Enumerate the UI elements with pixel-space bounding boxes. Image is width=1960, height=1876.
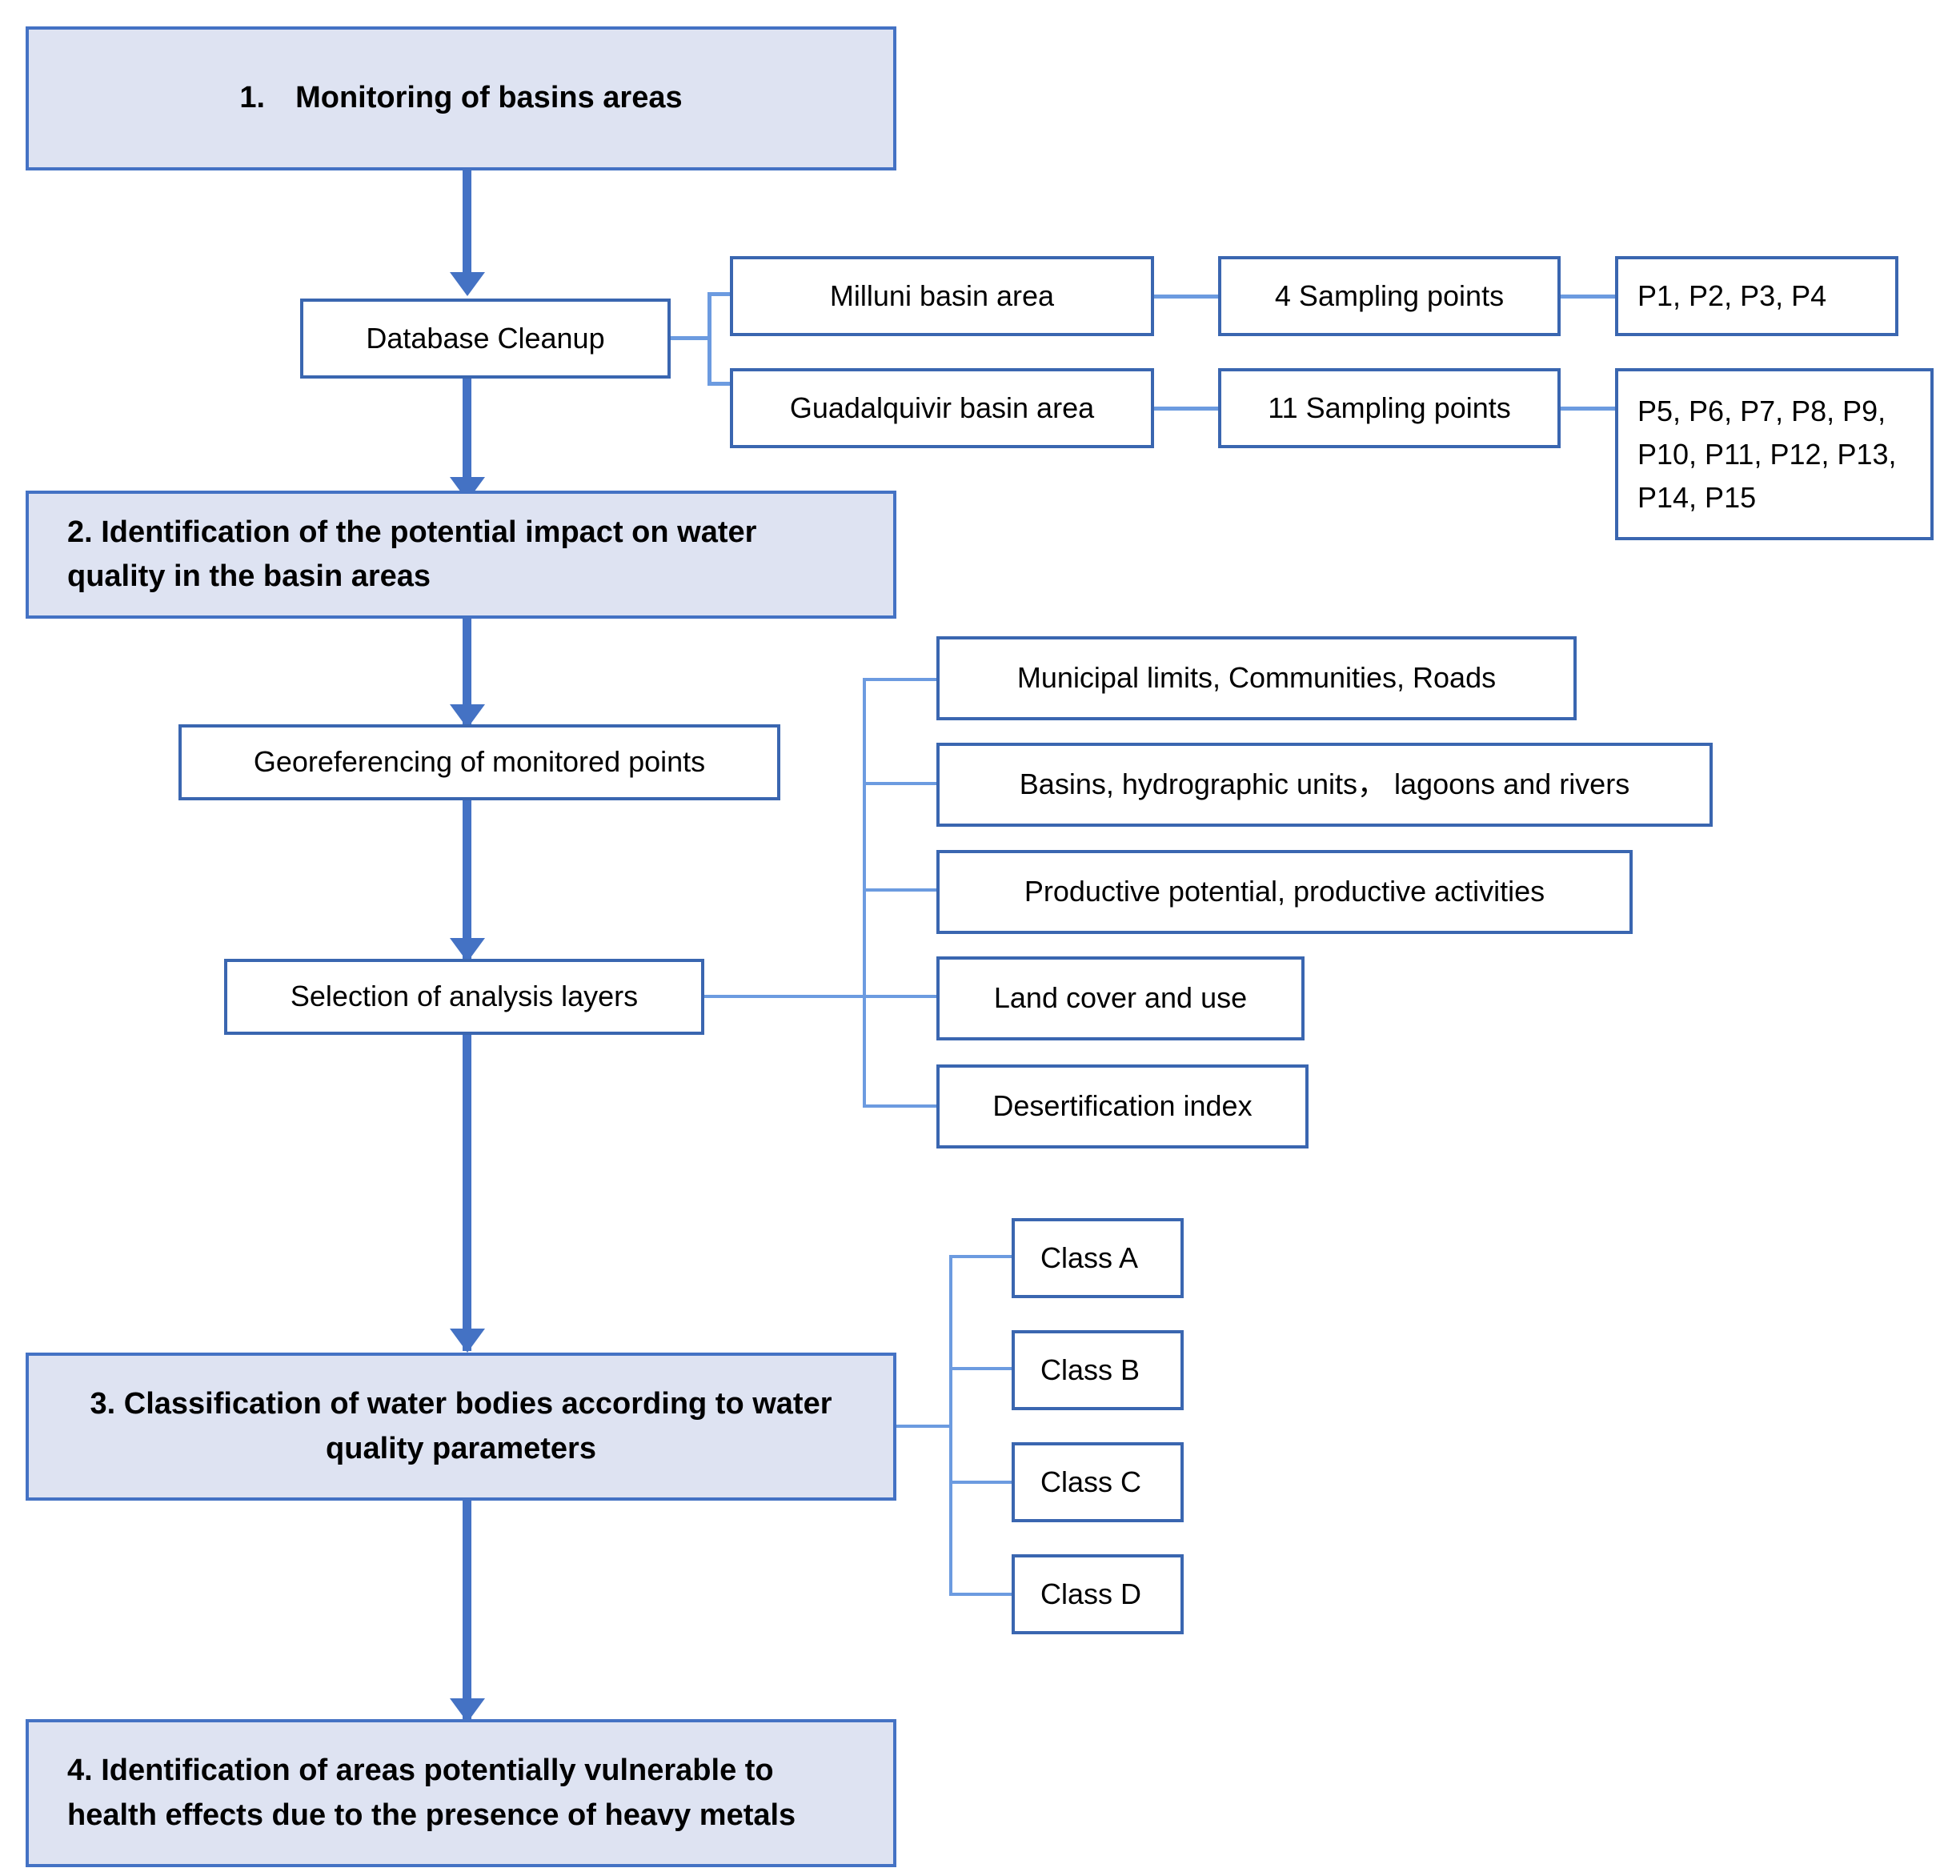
water-class-label-a: Class A [1040,1241,1139,1274]
analysis-layer-label-4: Land cover and use [993,981,1248,1015]
connector-class-d-branch [949,1593,1012,1596]
analysis-layer-label-5: Desertification index [992,1089,1253,1123]
sampling-1-box[interactable]: 4 Sampling points [1218,256,1561,336]
sampling-2-label: 11 Sampling points [1268,391,1511,424]
database-cleanup-label: Database Cleanup [366,321,605,355]
analysis-layer-box-3[interactable]: Productive potential, productive activit… [936,850,1633,934]
connector-basin-2-to-sampling-2 [1154,407,1218,411]
stage-1-label: 1. Monitoring of basins areas [239,81,683,115]
analysis-layer-label-2: Basins, hydrographic units， lagoons and … [1019,768,1630,801]
connector-basin-2-branch [707,382,730,386]
stage-3-label: 3. Classification of water bodies accord… [90,1387,832,1465]
connector-stage1-to-dbcleanup [463,170,471,279]
database-cleanup-box[interactable]: Database Cleanup [300,299,671,379]
points-2-label: P5, P6, P7, P8, P9, P10, P11, P12, P13, … [1637,394,1897,514]
georeferencing-label: Georeferencing of monitored points [253,745,706,779]
selection-layers-box[interactable]: Selection of analysis layers [224,959,704,1035]
sampling-2-box[interactable]: 11 Sampling points [1218,368,1561,448]
points-1-box[interactable]: P1, P2, P3, P4 [1615,256,1898,336]
stage-4-label: 4. Identification of areas potentially v… [67,1754,796,1832]
water-class-label-d: Class D [1040,1577,1142,1610]
arrowhead-stage1-to-dbcleanup [450,272,485,296]
analysis-layer-box-1[interactable]: Municipal limits, Communities, Roads [936,636,1577,720]
stage-4-box[interactable]: 4. Identification of areas potentially v… [26,1719,896,1867]
analysis-layer-box-2[interactable]: Basins, hydrographic units， lagoons and … [936,743,1713,827]
connector-stage3-stub [896,1425,951,1428]
connector-layer-2-branch [863,782,936,785]
analysis-layer-label-1: Municipal limits, Communities, Roads [1016,661,1497,695]
connector-georef-to-selection [463,800,471,960]
basin-2-box[interactable]: Guadalquivir basin area [730,368,1154,448]
connector-sampling-2-to-points-2 [1561,407,1615,411]
basin-1-box[interactable]: Milluni basin area [730,256,1154,336]
stage-3-box[interactable]: 3. Classification of water bodies accord… [26,1353,896,1501]
water-class-label-c: Class C [1040,1465,1142,1498]
connector-sampling-1-to-points-1 [1561,295,1615,299]
selection-layers-label: Selection of analysis layers [290,980,639,1013]
connector-selection-to-stage3 [463,1035,471,1351]
arrowhead-stage3-to-stage4 [450,1698,485,1722]
stage-2-box[interactable]: 2. Identification of the potential impac… [26,491,896,619]
connector-basin-1-to-sampling-1 [1154,295,1218,299]
arrowhead-selection-to-stage3 [450,1329,485,1353]
connector-dbcleanup-stub [671,336,711,340]
connector-layer-4-branch [863,995,936,998]
water-class-box-b[interactable]: Class B [1012,1330,1184,1410]
water-class-label-b: Class B [1040,1353,1140,1386]
analysis-layer-box-4[interactable]: Land cover and use [936,956,1305,1040]
connector-stage2-to-georef [463,619,471,727]
connector-class-b-branch [949,1367,1012,1370]
sampling-1-label: 4 Sampling points [1274,279,1505,312]
connector-layer-3-branch [863,888,936,892]
basin-1-label: Milluni basin area [829,279,1055,312]
connector-stage3-to-stage4 [463,1501,471,1721]
connector-basin-1-branch [707,292,730,296]
connector-layers-trunk [863,678,866,1108]
stage-1-box[interactable]: 1. Monitoring of basins areas [26,26,896,170]
water-class-box-a[interactable]: Class A [1012,1218,1184,1298]
water-class-box-c[interactable]: Class C [1012,1442,1184,1522]
basin-2-label: Guadalquivir basin area [789,391,1095,424]
georeferencing-box[interactable]: Georeferencing of monitored points [178,724,780,800]
connector-layer-1-branch [863,678,936,681]
connector-classes-trunk [949,1255,952,1596]
analysis-layer-box-5[interactable]: Desertification index [936,1064,1309,1148]
points-1-label: P1, P2, P3, P4 [1637,279,1827,312]
connector-layer-5-branch [863,1104,936,1108]
connector-class-c-branch [949,1481,1012,1484]
points-2-box[interactable]: P5, P6, P7, P8, P9, P10, P11, P12, P13, … [1615,368,1934,540]
water-class-box-d[interactable]: Class D [1012,1554,1184,1634]
connector-class-a-branch [949,1255,1012,1258]
arrowhead-georef-to-selection [450,938,485,962]
connector-basins-trunk [707,292,711,386]
connector-dbcleanup-to-stage2 [463,379,471,495]
analysis-layer-label-3: Productive potential, productive activit… [1024,875,1545,908]
stage-2-label: 2. Identification of the potential impac… [67,515,757,593]
connector-selection-stub [704,995,864,998]
